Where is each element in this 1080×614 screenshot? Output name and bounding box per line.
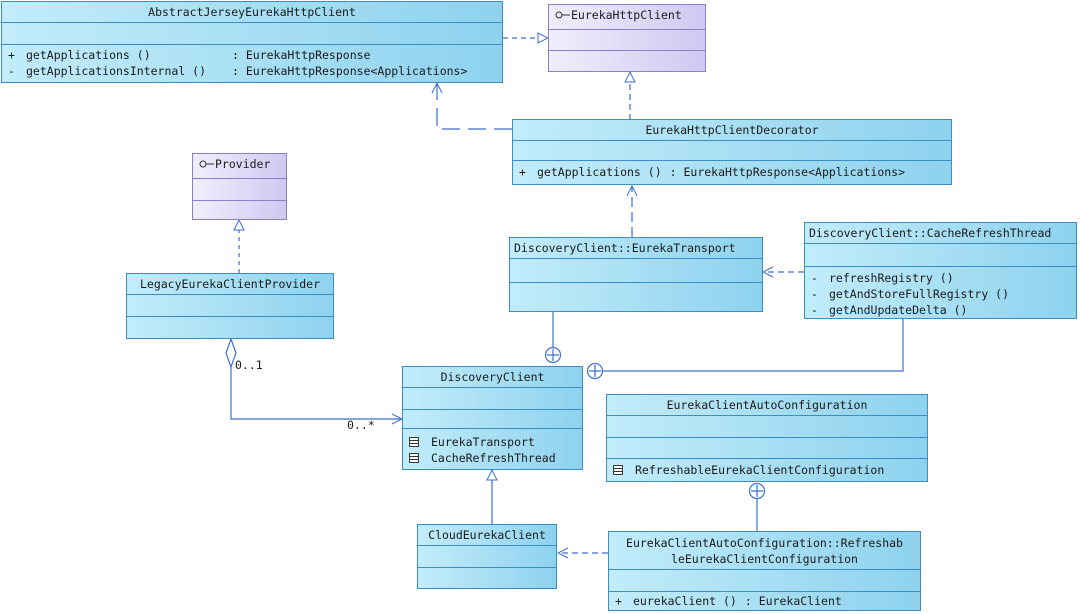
methods-section: +getApplications (): EurekaHttpResponse<… <box>513 161 951 180</box>
method-row: +getApplications (): EurekaHttpResponse<… <box>519 165 906 179</box>
attributes-section <box>127 295 333 317</box>
class-name: DiscoveryClient::CacheRefreshThread <box>805 223 1076 244</box>
class-name: EurekaClientAutoConfiguration <box>607 395 927 416</box>
nested-class-row: CacheRefreshThread <box>403 450 582 466</box>
interface-lollipop-icon <box>199 157 215 173</box>
method-row: -refreshRegistry () <box>811 271 954 285</box>
class-discovery-client-eureka-transport[interactable]: DiscoveryClient::EurekaTransport <box>509 237 763 312</box>
class-name: CloudEurekaClient <box>418 525 556 546</box>
method-row: -getAndUpdateDelta () <box>811 303 968 317</box>
nested-classes-section: EurekaTransport CacheRefreshThread <box>403 429 582 466</box>
methods-section: +getApplications (): EurekaHttpResponse … <box>2 45 502 79</box>
class-name: EurekaHttpClientDecorator <box>513 120 951 141</box>
methods-section: -refreshRegistry () -getAndStoreFullRegi… <box>805 267 1076 318</box>
attributes-section <box>549 30 705 51</box>
class-name: LegacyEurekaClientProvider <box>127 274 333 295</box>
nested-classes-section: RefreshableEurekaClientConfiguration <box>607 459 927 478</box>
aggregation-diamond <box>225 337 237 369</box>
interface-title: EurekaHttpClient <box>549 5 705 30</box>
nested-class-icon <box>613 465 623 475</box>
multiplicity-provider-end: 0..1 <box>235 358 263 372</box>
method-row: -getApplicationsInternal (): EurekaHttpR… <box>8 64 468 78</box>
class-eureka-http-client-decorator[interactable]: EurekaHttpClientDecorator +getApplicatio… <box>512 119 952 185</box>
interface-lollipop-icon <box>555 8 571 24</box>
interface-provider[interactable]: Provider <box>192 153 287 220</box>
nested-class-row: RefreshableEurekaClientConfiguration <box>607 462 927 478</box>
methods-section <box>607 438 927 459</box>
aggregation-legacy-to-discovery <box>230 367 402 419</box>
nested-class-row: EurekaTransport <box>403 434 582 450</box>
nested-class-icon <box>409 453 419 463</box>
methods-section: +eurekaClient (): EurekaClient <box>609 592 920 609</box>
class-refreshable-eureka-client-configuration[interactable]: EurekaClientAutoConfiguration::Refreshab… <box>608 531 921 611</box>
nested-class-icon <box>409 437 419 447</box>
attributes-section <box>513 141 951 161</box>
class-name-line-2: leEurekaClientConfiguration <box>671 552 858 566</box>
attributes-section <box>2 23 502 45</box>
class-name-block: EurekaClientAutoConfiguration::Refreshab… <box>609 532 920 570</box>
attributes-section <box>805 244 1076 267</box>
method-row: -getAndStoreFullRegistry () <box>811 287 1010 301</box>
interface-eureka-http-client[interactable]: EurekaHttpClient <box>548 4 706 72</box>
attributes-section <box>403 388 582 410</box>
class-name: DiscoveryClient::EurekaTransport <box>510 238 762 259</box>
method-row: +eurekaClient (): EurekaClient <box>615 594 842 608</box>
class-discovery-client[interactable]: DiscoveryClient EurekaTransport CacheRef… <box>402 366 583 470</box>
class-eureka-client-auto-configuration[interactable]: EurekaClientAutoConfiguration Refreshabl… <box>606 394 928 482</box>
attributes-section <box>418 546 556 568</box>
interface-title: Provider <box>193 154 286 179</box>
attributes-section <box>193 179 286 201</box>
class-legacy-eureka-client-provider[interactable]: LegacyEurekaClientProvider <box>126 273 334 339</box>
class-discovery-client-cache-refresh-thread[interactable]: DiscoveryClient::CacheRefreshThread -ref… <box>804 222 1077 319</box>
methods-section <box>403 410 582 429</box>
attributes-section <box>609 570 920 592</box>
class-abstract-jersey-eureka-http-client[interactable]: AbstractJerseyEurekaHttpClient +getAppli… <box>1 1 503 83</box>
multiplicity-client-end: 0..* <box>347 418 375 432</box>
attributes-section <box>510 259 762 283</box>
attributes-section <box>607 416 927 438</box>
class-name: DiscoveryClient <box>403 367 582 388</box>
class-name: EurekaHttpClient <box>571 8 682 22</box>
nesting-cache-to-discovery <box>603 319 904 372</box>
class-name-line-1: EurekaClientAutoConfiguration::Refreshab <box>626 536 903 550</box>
class-name: AbstractJerseyEurekaHttpClient <box>2 2 502 23</box>
class-cloud-eureka-client[interactable]: CloudEurekaClient <box>417 524 557 589</box>
dependency-decorator-to-abstract <box>437 83 512 130</box>
class-name: Provider <box>215 157 271 171</box>
method-row: +getApplications (): EurekaHttpResponse <box>8 48 371 62</box>
